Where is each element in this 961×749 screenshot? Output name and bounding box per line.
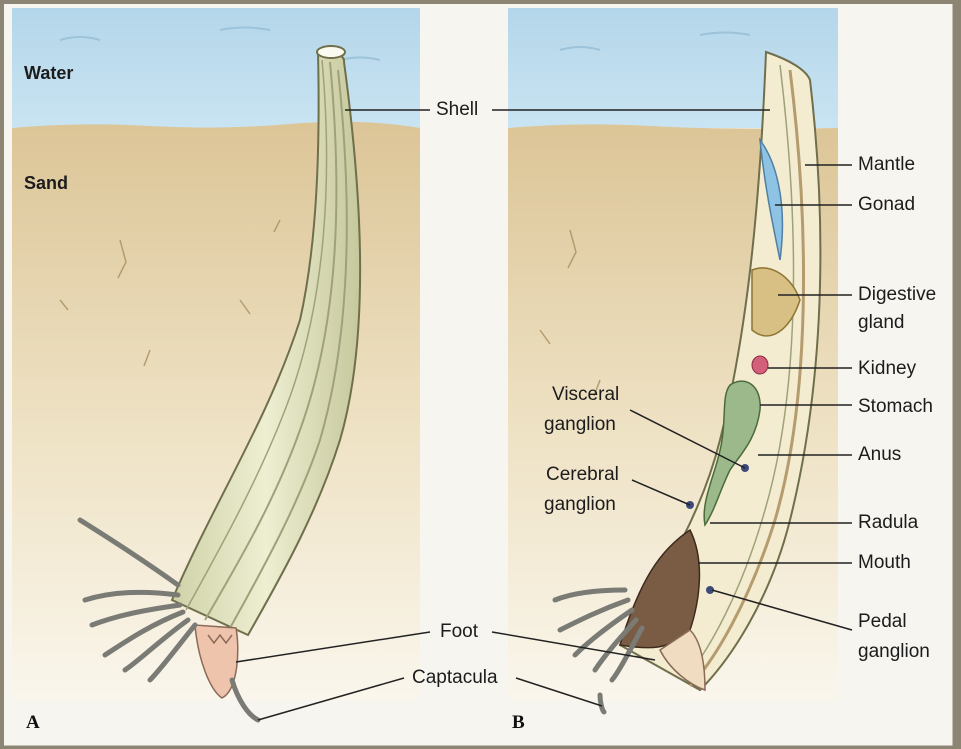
mantle-label: Mantle — [858, 154, 915, 176]
panel-letter-b: B — [512, 712, 525, 734]
pedal-ganglion-label-line2: ganglion — [858, 641, 930, 663]
radula-label: Radula — [858, 512, 918, 534]
panel-letter-a: A — [26, 712, 40, 734]
pedal-ganglion-label-line1: Pedal — [858, 611, 907, 633]
visceral-ganglion-label-line2: ganglion — [544, 414, 616, 436]
anus-label: Anus — [858, 444, 901, 466]
visceral-ganglion-label-line1: Visceral — [552, 384, 619, 406]
cerebral-ganglion-label-line1: Cerebral — [546, 464, 619, 486]
kidney-shape — [752, 356, 768, 374]
foot-label: Foot — [440, 621, 478, 643]
cerebral-ganglion-label-line2: ganglion — [544, 494, 616, 516]
water-label: Water — [24, 62, 73, 84]
shell-label: Shell — [436, 99, 478, 121]
digestive-gland-label-line1: Digestive — [858, 284, 936, 306]
gonad-label: Gonad — [858, 194, 915, 216]
mouth-label: Mouth — [858, 552, 911, 574]
stomach-label: Stomach — [858, 396, 933, 418]
digestive-gland-label-line2: gland — [858, 312, 905, 334]
kidney-label: Kidney — [858, 358, 916, 380]
captacula-label: Captacula — [412, 667, 498, 689]
sand-label: Sand — [24, 172, 68, 194]
